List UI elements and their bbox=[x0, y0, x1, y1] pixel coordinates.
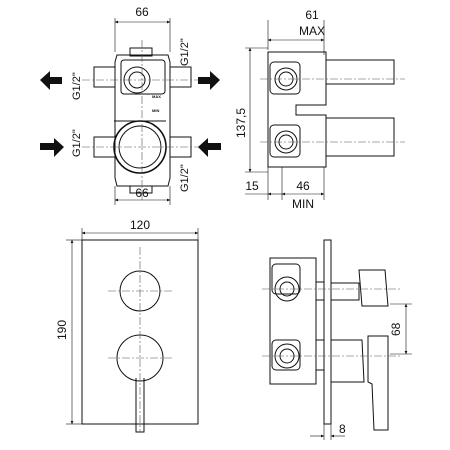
thread-label-left-top: G1/2" bbox=[71, 72, 83, 100]
side-body-outline bbox=[267, 51, 327, 168]
dimension-190: 190 bbox=[55, 239, 82, 425]
arrow-right-bottom-inward bbox=[198, 138, 221, 157]
dimension-top-66: 66 bbox=[114, 5, 171, 52]
side-view-body: 61 MAX 137,5 15 bbox=[234, 8, 405, 211]
dim-text-190: 190 bbox=[55, 320, 69, 340]
left-top-connection bbox=[93, 66, 116, 88]
thread-label-right-top: G1/2" bbox=[179, 38, 191, 66]
dim-text-min: MIN bbox=[292, 197, 314, 211]
assembly-body bbox=[269, 257, 317, 385]
valve-body-outline bbox=[114, 54, 171, 187]
arrow-left-top-outward bbox=[40, 71, 62, 90]
upper-block bbox=[120, 59, 166, 95]
dim-text-68: 68 bbox=[389, 322, 403, 336]
side-stem-upper bbox=[325, 59, 395, 85]
dim-text-max: MAX bbox=[299, 24, 325, 38]
arrow-left-bottom-inward bbox=[40, 138, 64, 157]
body-mark-max: MAX bbox=[152, 94, 161, 99]
assembly-upper-port bbox=[274, 276, 300, 302]
dim-text-15: 15 bbox=[245, 179, 259, 193]
arrow-right-top-outward bbox=[198, 71, 220, 90]
right-top-connection bbox=[169, 66, 192, 88]
thread-label-right-bottom: G1/2" bbox=[179, 164, 191, 192]
knob-shaft bbox=[330, 282, 360, 301]
dimension-120: 120 bbox=[81, 218, 199, 240]
dimension-68: 68 bbox=[389, 303, 412, 355]
side-protection-cap bbox=[325, 117, 395, 157]
dim-text-61: 61 bbox=[305, 8, 319, 22]
knob-stem bbox=[315, 281, 325, 301]
dimension-137-5: 137,5 bbox=[234, 47, 268, 173]
cover-plate bbox=[81, 239, 199, 425]
dim-text-120: 120 bbox=[130, 218, 150, 232]
side-view-assembly: 68 8 bbox=[262, 239, 412, 440]
assembly-lower-port bbox=[274, 343, 300, 369]
plate-profile bbox=[323, 239, 332, 425]
dimension-bottom-66: 66 bbox=[114, 186, 171, 205]
dimension-8: 8 bbox=[310, 422, 346, 440]
top-lug bbox=[129, 47, 153, 57]
dim-text-8: 8 bbox=[339, 422, 346, 436]
bottom-lug bbox=[129, 185, 153, 194]
thread-label-left-bottom: G1/2" bbox=[71, 129, 83, 157]
assembly-upper-boss bbox=[271, 263, 301, 295]
front-view-body: 66 MAX MIN bbox=[40, 5, 221, 205]
dim-text-66-bottom: 66 bbox=[135, 186, 149, 200]
lever-stem bbox=[315, 339, 325, 371]
side-lower-boss bbox=[269, 124, 301, 158]
cartridge-seat-inner bbox=[118, 125, 162, 169]
dim-text-46: 46 bbox=[296, 179, 310, 193]
lever-handle bbox=[367, 335, 389, 431]
assembly-lower-boss bbox=[271, 339, 301, 371]
side-upper-boss bbox=[269, 61, 301, 95]
knob-head bbox=[358, 269, 389, 307]
dim-text-66-top: 66 bbox=[135, 5, 149, 19]
front-view-plate: 120 190 bbox=[55, 218, 199, 433]
dimension-15-46-min: 15 46 MIN bbox=[245, 167, 325, 211]
lever-body bbox=[330, 339, 365, 383]
body-mark-min: MIN bbox=[152, 108, 159, 113]
dim-text-137-5: 137,5 bbox=[234, 108, 248, 138]
dimension-61-max: 61 MAX bbox=[267, 8, 325, 55]
